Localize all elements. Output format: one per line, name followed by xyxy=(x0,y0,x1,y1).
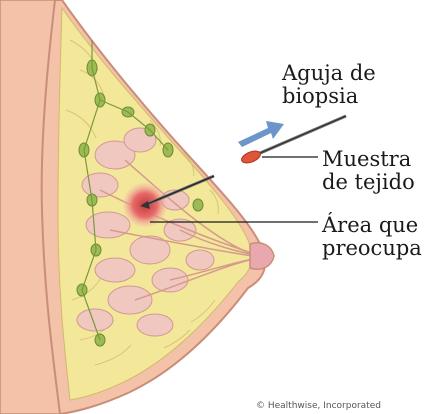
copyright-credit: © Healthwise, Incorporated xyxy=(256,401,381,411)
withdrawal-arrow-icon xyxy=(238,121,284,147)
needle-label: Aguja de biopsia xyxy=(282,62,376,108)
tissue-sample xyxy=(240,149,262,166)
tissue-sample-label: Muestra de tejido xyxy=(322,148,415,194)
nipple xyxy=(250,243,274,270)
area-of-concern-label: Área que preocupa xyxy=(322,214,422,260)
